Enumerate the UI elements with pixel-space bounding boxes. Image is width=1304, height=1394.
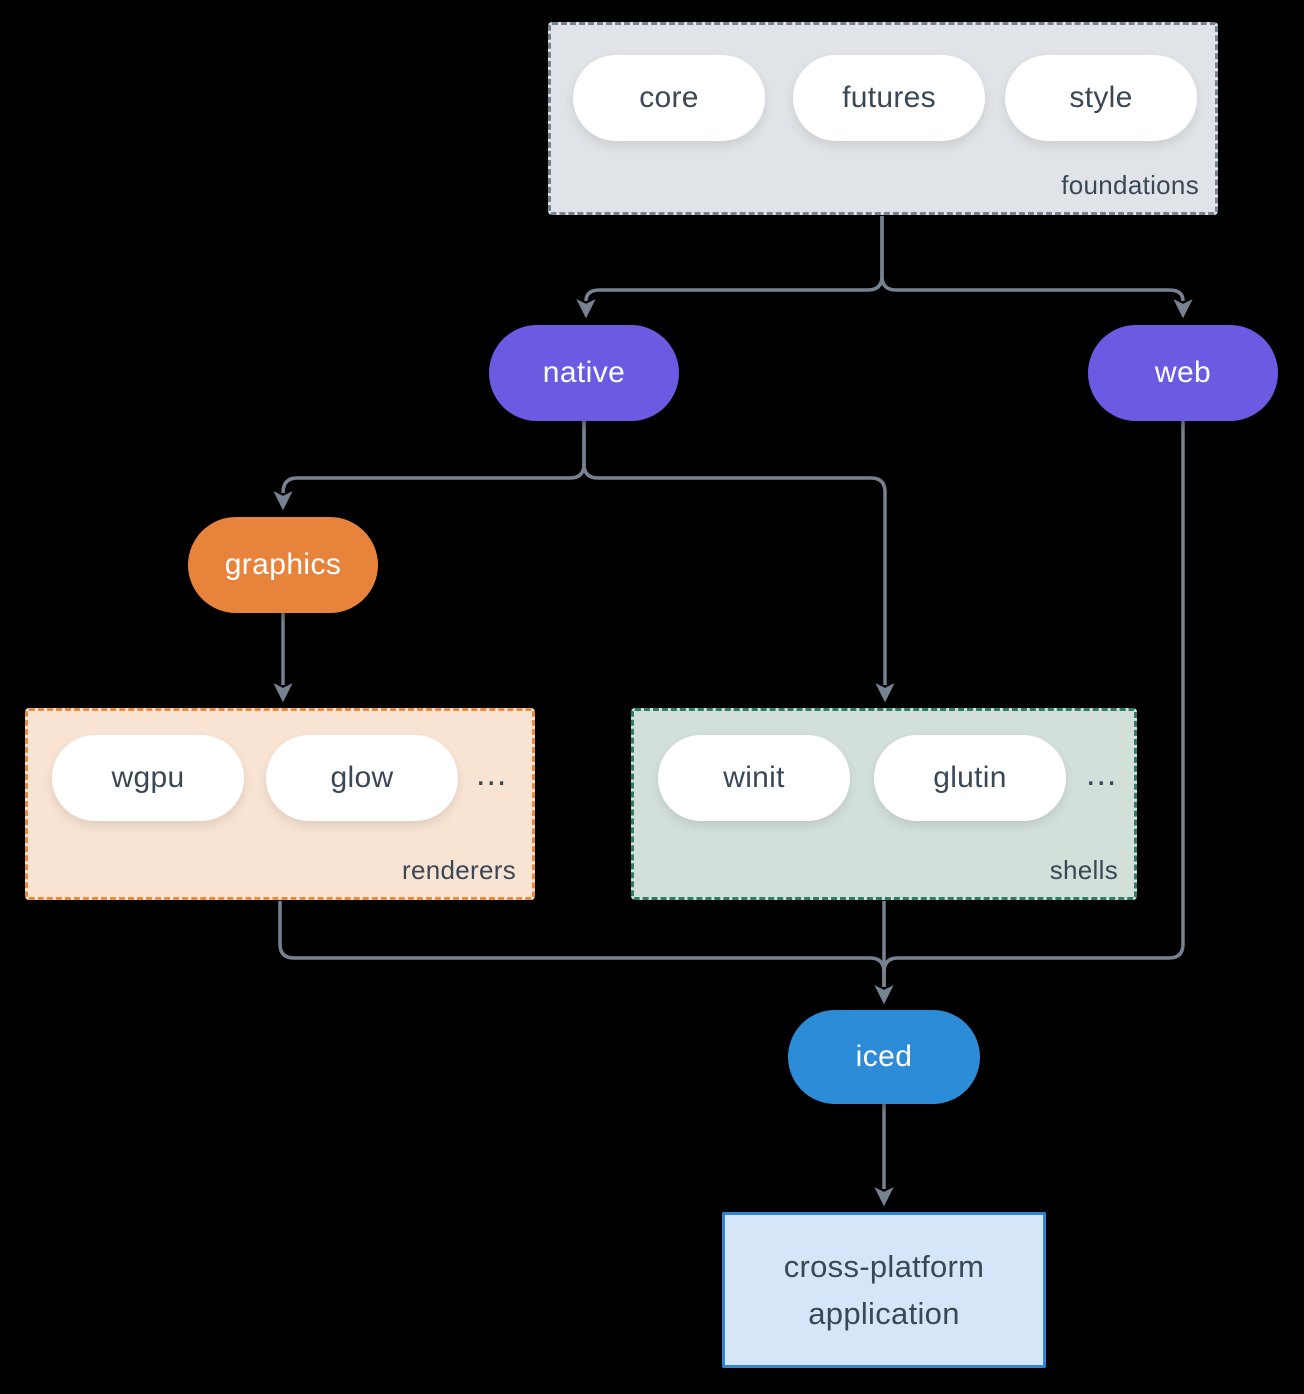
renderers-group-label: renderers xyxy=(402,855,516,885)
edge-foundations-to-web xyxy=(880,216,1193,319)
foundations-group: core futures style foundations xyxy=(548,22,1218,215)
shells-ellipsis: ... xyxy=(1086,755,1118,793)
application-label-line1: cross-platform xyxy=(783,1249,985,1284)
cross-platform-application-box: cross-platform application xyxy=(722,1212,1046,1368)
edge-native-to-graphics xyxy=(273,421,586,511)
renderers-group: wgpu glow ... renderers xyxy=(25,708,535,900)
edge-native-to-shells xyxy=(582,421,895,703)
shells-group: winit glutin ... shells xyxy=(631,708,1137,900)
node-glow: glow xyxy=(266,735,458,821)
node-iced: iced xyxy=(788,1010,980,1104)
renderers-ellipsis: ... xyxy=(476,755,508,793)
node-core: core xyxy=(573,55,765,141)
shells-group-label: shells xyxy=(1049,855,1118,885)
edge-renderers-to-iced xyxy=(278,901,886,987)
node-winit: winit xyxy=(658,735,850,821)
node-native: native xyxy=(489,325,679,421)
foundations-group-label: foundations xyxy=(1061,170,1199,200)
node-glutin: glutin xyxy=(874,735,1066,821)
node-wgpu: wgpu xyxy=(52,735,244,821)
node-futures: futures xyxy=(793,55,985,141)
edge-foundations-to-native xyxy=(576,216,884,319)
edge-web-to-iced xyxy=(882,421,1185,987)
node-web: web xyxy=(1088,325,1278,421)
node-style: style xyxy=(1005,55,1197,141)
node-graphics: graphics xyxy=(188,517,378,613)
application-label-line2: application xyxy=(808,1296,960,1331)
